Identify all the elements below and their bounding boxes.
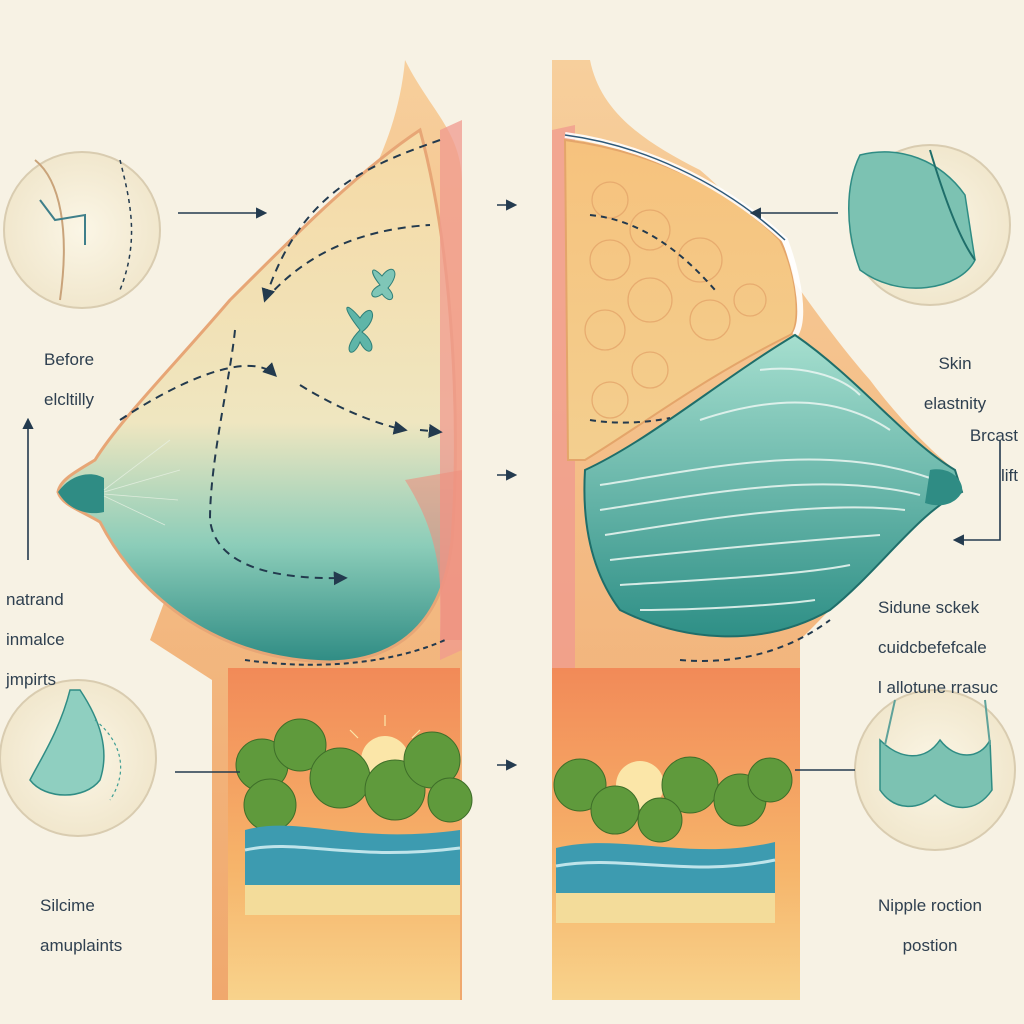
label-line: inmalce: [6, 630, 65, 649]
after-trees: [553, 756, 793, 843]
label-line: Silcime: [40, 896, 95, 915]
label-line: natrand: [6, 590, 64, 609]
after-water: [556, 842, 775, 893]
before-water: [245, 825, 460, 885]
label-before-elasticity: Before elcltilly: [44, 330, 164, 430]
inset-after-top: [848, 144, 1011, 306]
arrow-down-left-icon: [952, 440, 1001, 546]
before-trees: [235, 718, 473, 832]
inset-before-top: [3, 151, 161, 309]
label-silicone-implants: Silcime amuplaints: [40, 876, 170, 976]
after-sand: [556, 893, 775, 923]
label-line: elcltilly: [44, 390, 95, 409]
before-figure: [56, 60, 473, 1000]
label-line: jmpirts: [6, 670, 57, 689]
butterfly-icon: [371, 268, 396, 301]
label-nipple-position: Nipple roction postion: [860, 876, 1000, 976]
label-silicone-scar: Sidune sckek cuidcbefefcale l allotune r…: [878, 578, 1024, 718]
before-sand: [245, 885, 460, 915]
inset-before-bottom: [0, 679, 157, 837]
label-skin-elasticity: Skin elastnity: [900, 334, 1010, 434]
after-figure: [552, 60, 964, 1000]
label-line: Nipple roction: [878, 896, 982, 915]
label-line: Before: [44, 350, 95, 369]
inset-after-bottom: [854, 689, 1016, 851]
label-line: l allotune rrasuc: [878, 678, 999, 697]
label-natural-implants: natrand inmalce jmpirts: [6, 570, 116, 710]
after-nipple: [925, 469, 963, 506]
label-line: postion: [902, 936, 958, 955]
label-line: cuidcbefefcale: [878, 638, 987, 657]
label-line: lift: [1001, 466, 1018, 485]
label-line: amuplaints: [40, 936, 123, 955]
before-nipple: [58, 474, 104, 514]
label-line: Sidune sckek: [878, 598, 980, 617]
label-line: Brcast: [969, 426, 1018, 445]
label-breast-lift: Brcast lift: [948, 406, 1018, 506]
label-line: elastnity: [923, 394, 987, 413]
butterfly-icon: [346, 306, 374, 353]
label-line: Skin: [938, 354, 972, 373]
